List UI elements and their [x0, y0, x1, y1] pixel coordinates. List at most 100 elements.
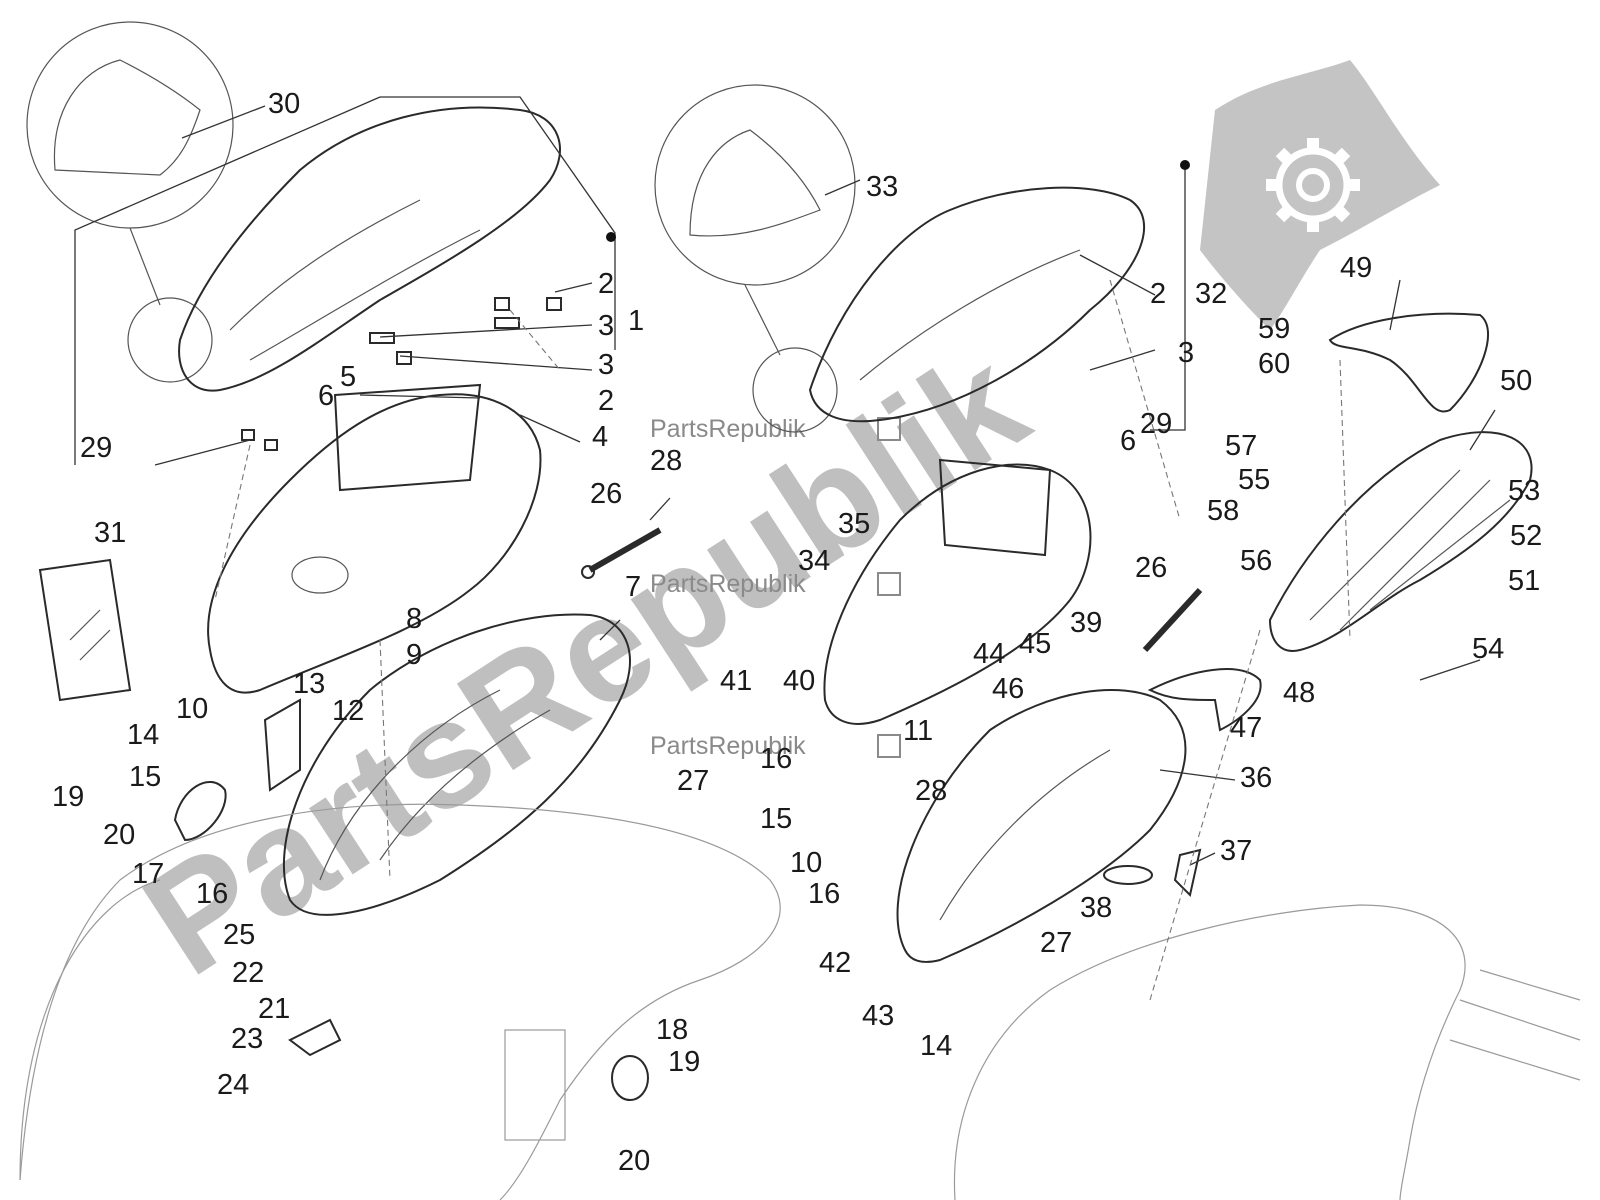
- seat-pan-4: [207, 383, 542, 694]
- label-38: 38: [1080, 892, 1112, 924]
- label-36: 36: [1240, 762, 1272, 794]
- storage-tray-36: [896, 689, 1187, 963]
- label-16b: 16: [760, 743, 792, 775]
- svg-text:PartsRepublik: PartsRepublik: [650, 415, 806, 443]
- assembly-guides: [214, 279, 1351, 1001]
- label-54: 54: [1472, 633, 1504, 665]
- label-32: 32: [1195, 278, 1227, 310]
- label-3c: 3: [1178, 337, 1194, 369]
- label-2c: 2: [1150, 278, 1166, 310]
- detail-circle-30: [26, 21, 234, 383]
- detail-circle-33: [654, 84, 856, 433]
- label-49: 49: [1340, 252, 1372, 284]
- label-52: 52: [1510, 520, 1542, 552]
- seat-1: [178, 106, 561, 392]
- label-5: 5: [340, 361, 356, 393]
- label-28: 28: [650, 445, 682, 477]
- watermark-brand-3: PartsRepublik: [650, 732, 901, 760]
- label-58: 58: [1207, 495, 1239, 527]
- part-labels: 1 2 2 2 3 3 4 5 6 7 8 9 10 11 12 13 14 1…: [52, 88, 1542, 1101]
- seat-fittings: [241, 297, 562, 451]
- label-19b: 19: [668, 1046, 700, 1078]
- scooter-body-left: [19, 803, 781, 1200]
- gear-icon: [1266, 138, 1360, 232]
- gas-strut-26-left: [581, 527, 662, 579]
- label-51: 51: [1508, 565, 1540, 597]
- latch-17: [173, 780, 227, 842]
- gas-strut-26-right: [1142, 587, 1203, 653]
- watermark-flag: [1200, 60, 1440, 330]
- label-31: 31: [94, 517, 126, 549]
- lock-18: [611, 1055, 649, 1101]
- label-48: 48: [1283, 677, 1315, 709]
- label-42: 42: [819, 947, 851, 979]
- label-29: 29: [80, 432, 112, 464]
- label-46: 46: [992, 673, 1024, 705]
- svg-text:PartsRepublik: PartsRepublik: [650, 732, 806, 760]
- scooter-body-right: [953, 904, 1581, 1200]
- label-12: 12: [332, 695, 364, 727]
- label-30: 30: [268, 88, 300, 120]
- label-23: 23: [231, 1023, 263, 1055]
- seat-32: [808, 186, 1146, 423]
- label-14: 14: [127, 719, 159, 751]
- tool-bag-31: [38, 558, 132, 702]
- label-3b: 3: [598, 349, 614, 381]
- watermark-brand-2: PartsRepublik: [650, 570, 901, 598]
- label-11: 11: [903, 715, 933, 747]
- label-45: 45: [1019, 628, 1051, 660]
- label-57: 57: [1225, 430, 1257, 462]
- label-39: 39: [1070, 607, 1102, 639]
- label-33: 33: [866, 171, 898, 203]
- label-13: 13: [293, 668, 325, 700]
- label-6b: 6: [1120, 425, 1136, 457]
- label-60: 60: [1258, 348, 1290, 380]
- label-37: 37: [1220, 835, 1252, 867]
- label-24: 24: [217, 1069, 249, 1101]
- label-44: 44: [973, 638, 1005, 670]
- label-41: 41: [720, 665, 752, 697]
- svg-text:PartsRepublik: PartsRepublik: [650, 570, 806, 598]
- part-labels-right: 3 6 29 26 16 16 15 10 28 27 14 19 20: [618, 337, 1194, 1177]
- label-50: 50: [1500, 365, 1532, 397]
- label-29b: 29: [1140, 408, 1172, 440]
- label-43: 43: [862, 1000, 894, 1032]
- label-9: 9: [406, 639, 422, 671]
- label-15: 15: [129, 761, 161, 793]
- label-16: 16: [196, 878, 228, 910]
- label-21: 21: [258, 993, 290, 1025]
- label-28b: 28: [915, 775, 947, 807]
- hook-21: [288, 1018, 342, 1057]
- hinge-10: [263, 698, 301, 792]
- label-17: 17: [132, 858, 164, 890]
- label-4: 4: [592, 421, 608, 453]
- label-8: 8: [406, 603, 422, 635]
- label-56: 56: [1240, 545, 1272, 577]
- label-20b: 20: [618, 1145, 650, 1177]
- label-20: 20: [103, 819, 135, 851]
- seat-pan-34: [823, 458, 1092, 725]
- rear-seat-49: [1328, 312, 1489, 413]
- leader-lines: [154, 105, 1496, 866]
- watermark-diagonal: PartsRepublik: [116, 316, 1054, 1007]
- grab-handle-47: [1147, 668, 1262, 732]
- label-55a: 55: [1238, 464, 1270, 496]
- label-25: 25: [223, 919, 255, 951]
- label-53: 53: [1508, 475, 1540, 507]
- storage-tray-7: [282, 613, 631, 916]
- label-7: 7: [625, 571, 641, 603]
- label-22: 22: [232, 957, 264, 989]
- reflector-37: [1173, 848, 1202, 897]
- label-2a: 2: [598, 268, 614, 300]
- label-10b: 10: [790, 847, 822, 879]
- label-27: 27: [677, 765, 709, 797]
- label-15b: 15: [760, 803, 792, 835]
- reflector-38: [1103, 865, 1153, 885]
- label-59: 59: [1258, 313, 1290, 345]
- label-47: 47: [1230, 712, 1262, 744]
- label-26b: 26: [1135, 552, 1167, 584]
- label-6: 6: [318, 380, 334, 412]
- label-34: 34: [798, 545, 830, 577]
- label-2b: 2: [598, 385, 614, 417]
- label-16c: 16: [808, 878, 840, 910]
